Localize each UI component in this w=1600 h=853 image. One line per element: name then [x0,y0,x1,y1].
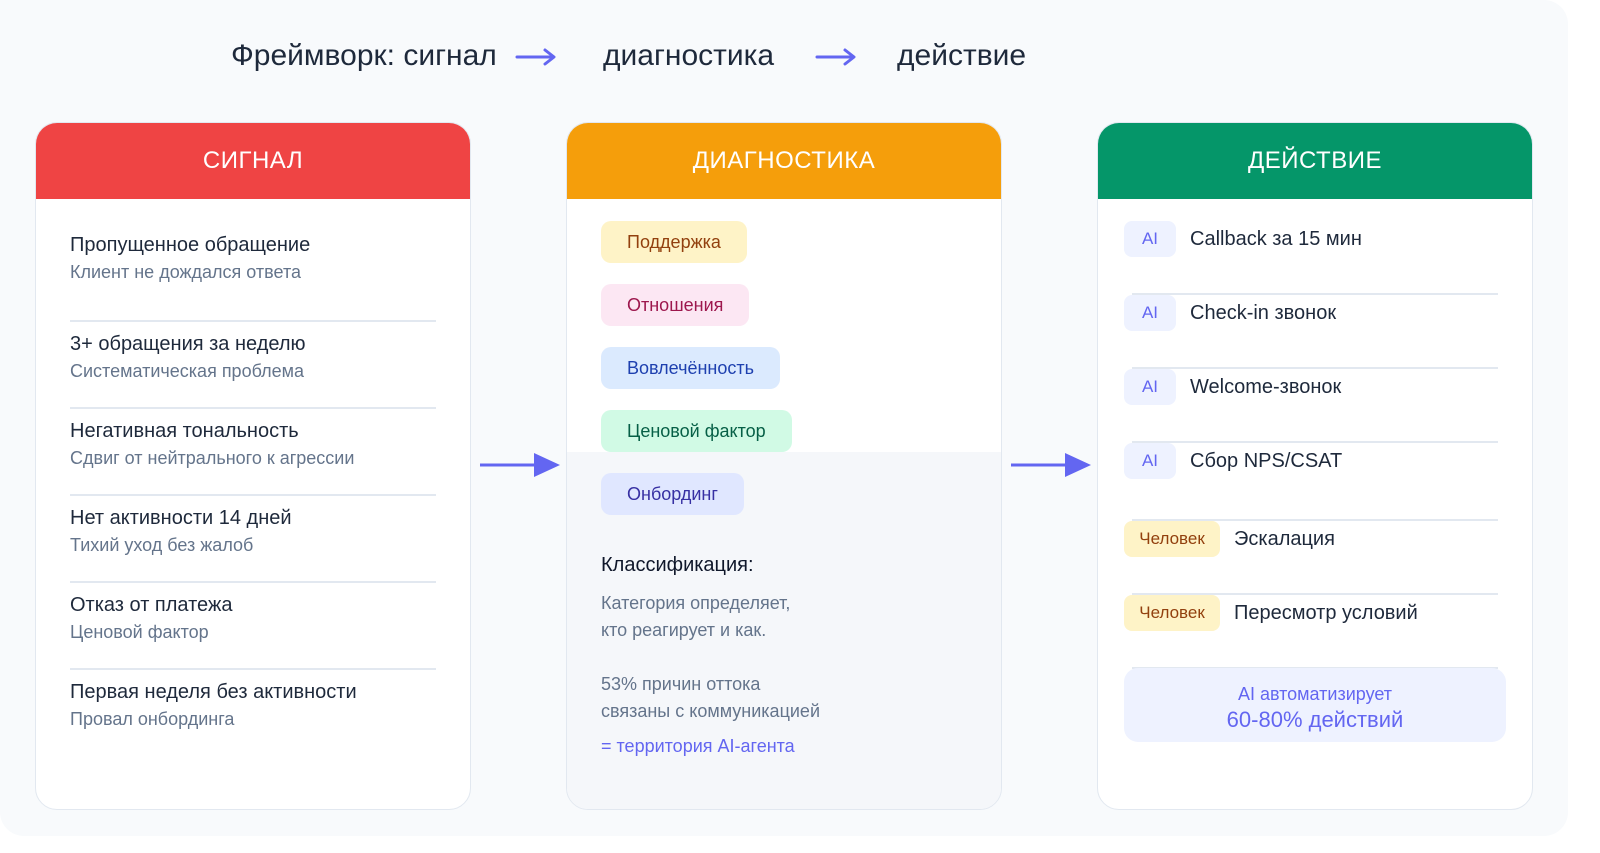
signal-title: Нет активности 14 дней [70,507,292,529]
signal-card: СИГНАЛ Пропущенное обращение Клиент не д… [35,122,471,810]
classification-line: кто реагирует и как. [601,620,767,640]
tag-support: Поддержка [601,221,747,263]
diagram-canvas: Фреймворк: сигнал диагностика действие С… [0,36,1568,810]
divider [1132,593,1498,595]
diagram-title: Фреймворк: сигнал диагностика действие [0,36,1568,76]
signal-item: 3+ обращения за неделю Систематическая п… [70,322,436,409]
arrow-right-icon [815,48,856,66]
flow-arrow-icon [1011,453,1091,477]
signal-title: 3+ обращения за неделю [70,333,306,355]
signal-subtitle: Тихий уход без жалоб [70,535,254,555]
action-label: Эскалация [1234,528,1335,550]
divider [1132,367,1498,369]
action-item: Человек Пересмотр условий [1124,595,1506,669]
ai-badge: AI [1124,295,1176,331]
action-list: AI Callback за 15 мин AI Check-in звонок… [1098,199,1532,669]
signal-subtitle: Ценовой фактор [70,622,209,642]
churn-line: связаны с коммуникацией [601,701,820,721]
action-item: Человек Эскалация [1124,521,1506,595]
flow-arrow-icon [480,453,560,477]
signal-subtitle: Систематическая проблема [70,361,304,381]
tag-relations: Отношения [601,284,750,326]
action-item: AI Callback за 15 мин [1124,221,1506,295]
signal-item: Пропущенное обращение Клиент не дождался… [70,227,436,322]
action-item: AI Сбор NPS/CSAT [1124,443,1506,521]
classification-line: Категория определяет, [601,593,791,613]
signal-subtitle: Провал онбординга [70,709,235,729]
signal-subtitle: Клиент не дождался ответа [70,262,301,282]
divider [1132,293,1498,295]
signal-title: Отказ от платежа [70,594,233,616]
title-step-action: действие [897,39,1027,72]
title-prefix: Фреймворк: сигнал [231,39,497,72]
ai-badge: AI [1124,443,1176,479]
signal-item: Нет активности 14 дней Тихий уход без жа… [70,496,436,583]
action-label: Сбор NPS/CSAT [1190,450,1343,472]
diagnostics-card: ДИАГНОСТИКА Поддержка Отношения Вовлечён… [566,122,1002,810]
action-label: Callback за 15 мин [1190,228,1362,250]
classification-description: Категория определяет, кто реагирует и ка… [601,590,790,644]
signal-title: Первая неделя без активности [70,681,357,703]
ai-territory-note: = территория AI-агента [601,736,795,756]
signal-title: Негативная тональность [70,420,299,442]
divider [1132,441,1498,443]
action-label: Пересмотр условий [1234,602,1418,624]
diagnostics-tags-area: Поддержка Отношения Вовлечённость Ценово… [567,199,1001,452]
arrow-right-icon [515,48,556,66]
divider [1132,519,1498,521]
human-badge: Человек [1124,521,1220,557]
ai-badge: AI [1124,369,1176,405]
ai-badge: AI [1124,221,1176,257]
tag-price: Ценовой фактор [601,410,792,452]
action-label: Welcome-звонок [1190,376,1342,398]
signal-header: СИГНАЛ [36,123,470,199]
ai-automation-summary: AI автоматизирует 60-80% действий [1124,668,1506,742]
signal-item: Отказ от платежа Ценовой фактор [70,583,436,670]
tag-onboarding: Онбординг [601,473,744,515]
action-card: ДЕЙСТВИЕ AI Callback за 15 мин AI Check-… [1097,122,1533,810]
action-item: AI Welcome-звонок [1124,369,1506,443]
tag-engagement: Вовлечённость [601,347,780,389]
summary-percentage: 60-80% действий [1226,707,1404,732]
summary-line: AI автоматизирует [1237,684,1393,704]
human-badge: Человек [1124,595,1220,631]
signal-item: Негативная тональность Сдвиг от нейтраль… [70,409,436,496]
signal-item: Первая неделя без активности Провал онбо… [70,670,436,757]
diagnostics-header: ДИАГНОСТИКА [567,123,1001,199]
churn-stat: 53% причин оттока связаны с коммуникацие… [601,671,820,725]
action-header: ДЕЙСТВИЕ [1098,123,1532,199]
signal-title: Пропущенное обращение [70,234,311,256]
classification-title: Классификация: [601,554,754,576]
title-step-diagnostics: диагностика [603,39,775,72]
diagnostics-classification-area: Онбординг Классификация: Категория опред… [567,452,1001,809]
signal-subtitle: Сдвиг от нейтрального к агрессии [70,448,355,468]
action-label: Check-in звонок [1190,302,1337,324]
signal-list: Пропущенное обращение Клиент не дождался… [36,199,470,757]
churn-line: 53% причин оттока [601,674,761,694]
action-item: AI Check-in звонок [1124,295,1506,369]
